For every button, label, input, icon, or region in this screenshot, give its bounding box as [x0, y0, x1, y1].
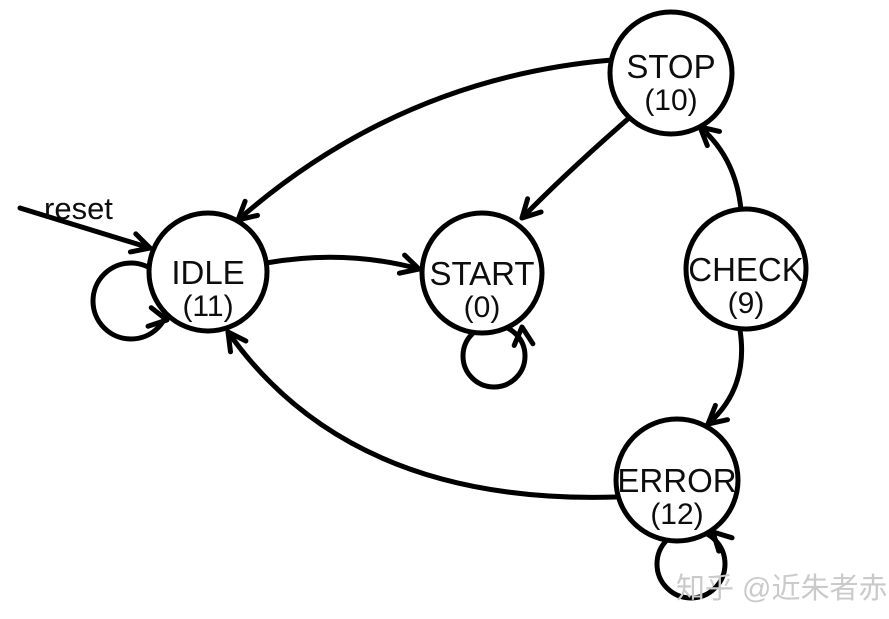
arrowhead-check-to-stop	[697, 124, 722, 149]
transition-reset-to-idle-line	[17, 205, 153, 251]
state-node-error: ERROR (12)	[613, 416, 741, 544]
state-label-start: START	[429, 255, 534, 292]
state-node-stop: STOP (10)	[607, 9, 735, 137]
state-code-stop: (10)	[644, 84, 697, 117]
arrowheads	[127, 124, 735, 554]
arrowhead-idle-to-start	[396, 252, 422, 276]
transition-check-to-error-line	[705, 327, 745, 427]
arrowhead-idle-self-loop	[145, 305, 170, 329]
state-nodes: IDLE (11) START (0) STOP (10) CHECK (9) …	[146, 9, 809, 544]
arrowhead-error-to-idle	[225, 329, 249, 355]
transition-error-to-idle-line	[225, 329, 619, 500]
state-label-idle: IDLE	[171, 254, 244, 291]
arrowhead-error-self-loop	[710, 529, 735, 554]
state-code-error: (12)	[650, 498, 703, 531]
state-label-stop: STOP	[626, 48, 715, 85]
state-circle-idle	[146, 210, 270, 334]
state-node-check: CHECK (9)	[683, 206, 809, 332]
arrowhead-stop-to-start	[519, 196, 544, 221]
transition-stop-to-idle-line	[235, 57, 615, 223]
arrowhead-reset-to-idle	[127, 231, 153, 255]
transition-stop-to-start-line	[519, 115, 632, 221]
state-circle-stop	[607, 9, 735, 137]
state-node-start: START (0)	[419, 210, 545, 336]
transition-idle-to-start-line	[263, 254, 422, 272]
reset-label: reset	[44, 191, 113, 226]
state-label-error: ERROR	[617, 462, 736, 499]
state-code-check: (9)	[728, 287, 765, 320]
watermark-text: 知乎 @近朱者赤	[676, 572, 888, 605]
state-circle-start	[419, 210, 545, 336]
state-label-check: CHECK	[688, 251, 804, 288]
arrowhead-check-to-error	[705, 402, 730, 427]
state-node-idle: IDLE (11)	[146, 210, 270, 334]
arrowhead-start-self-loop	[511, 324, 536, 348]
arrowhead-stop-to-idle	[235, 198, 260, 223]
state-code-idle: (11)	[182, 290, 233, 323]
state-circle-check	[683, 206, 809, 332]
state-circle-error	[613, 416, 741, 544]
transition-check-to-stop-line	[697, 124, 744, 213]
state-code-start: (0)	[464, 291, 501, 324]
transition-edges	[17, 57, 745, 500]
